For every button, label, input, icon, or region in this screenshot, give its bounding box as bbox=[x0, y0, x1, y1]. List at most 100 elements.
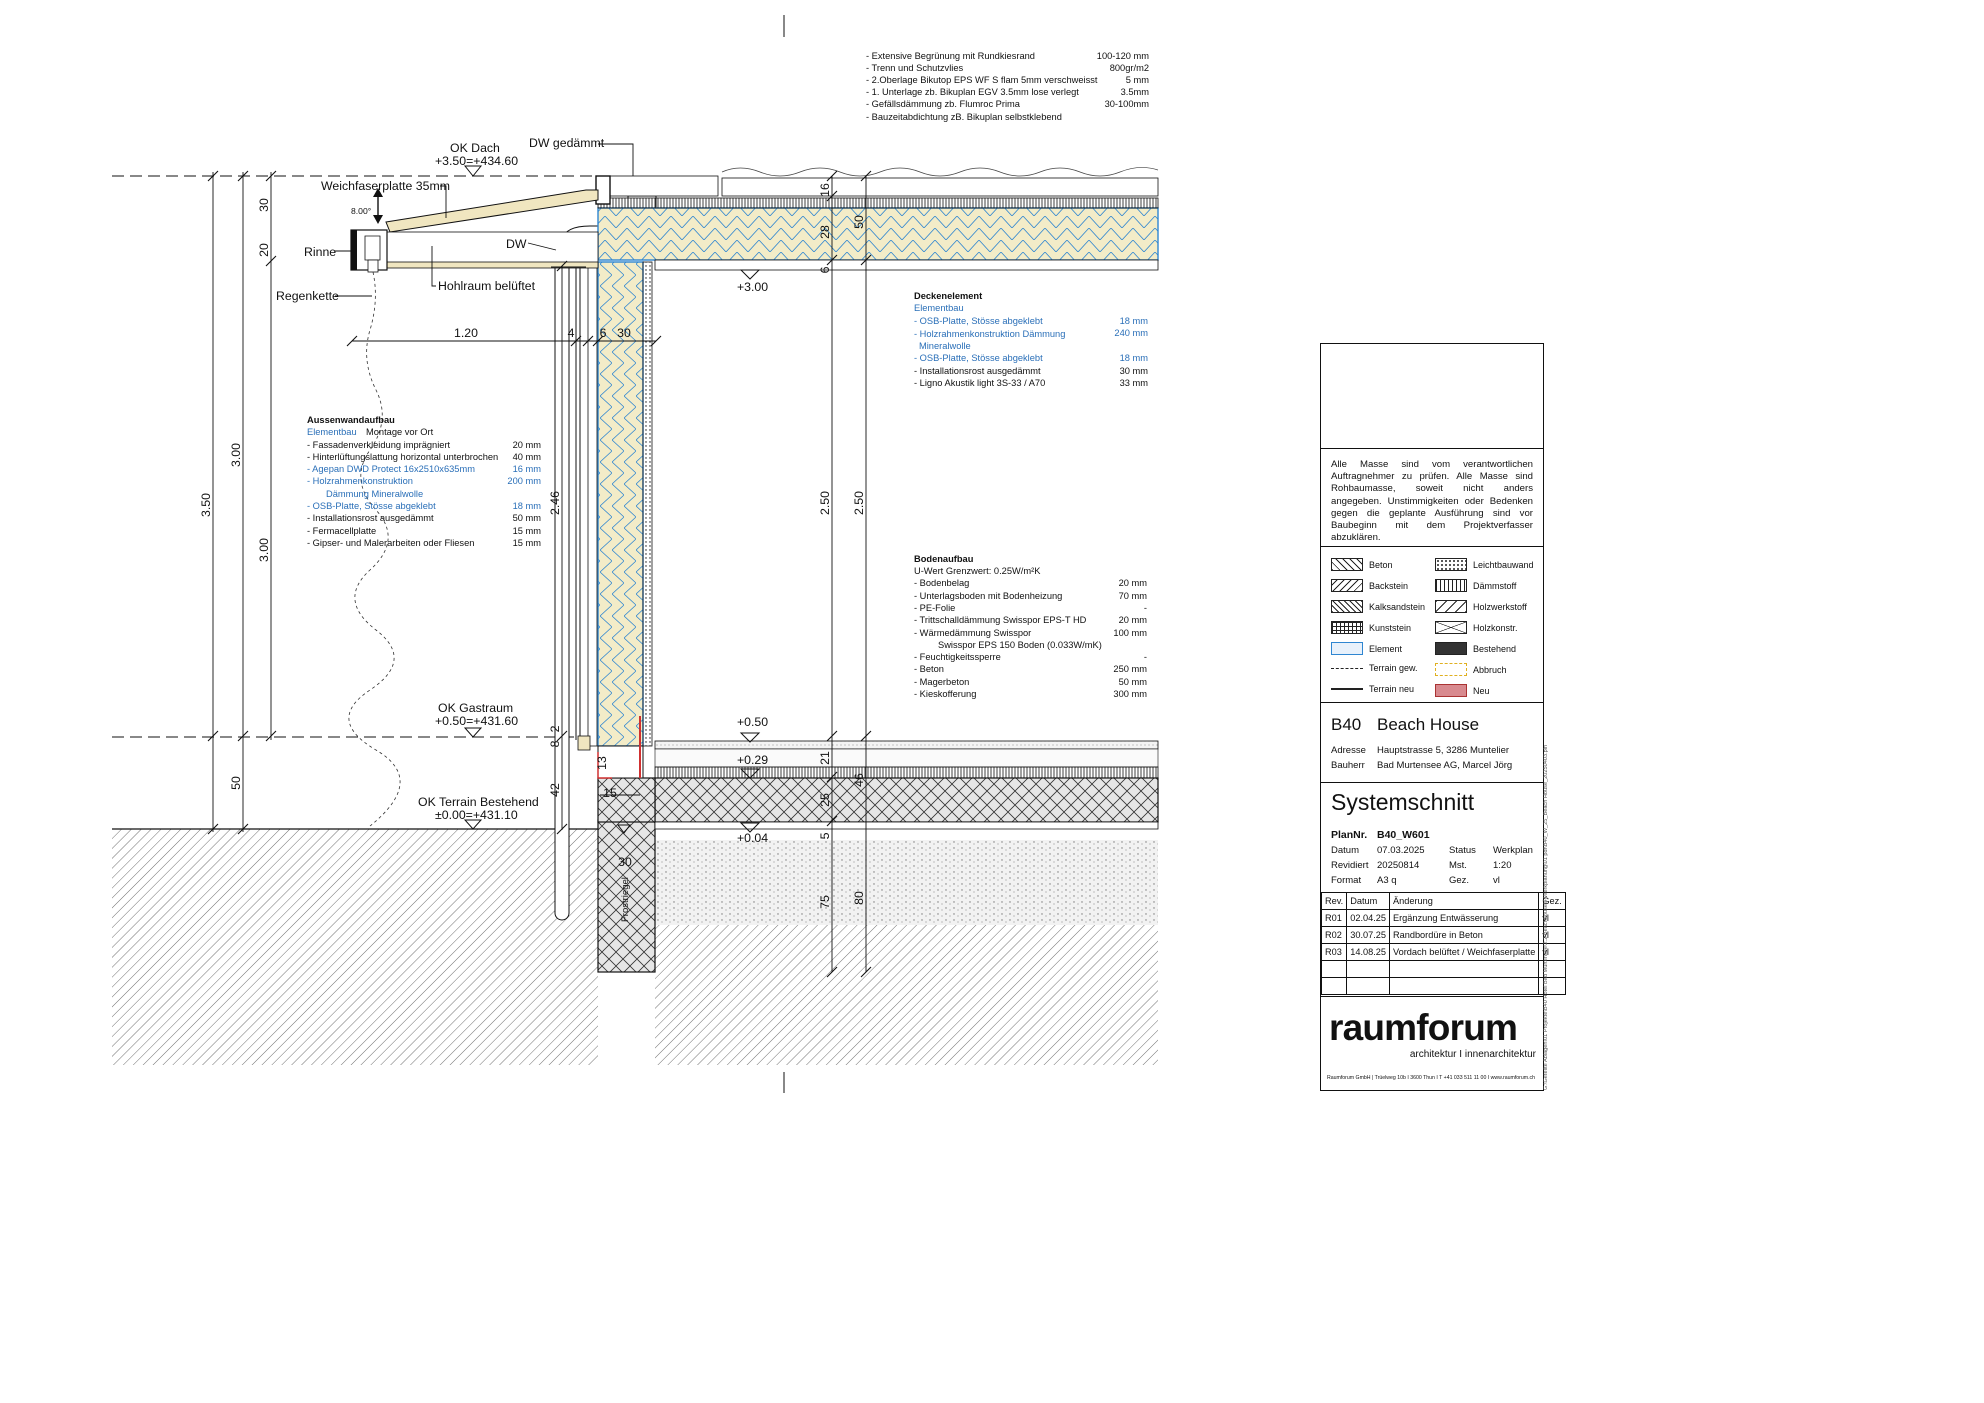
level-marker-004 bbox=[739, 822, 761, 833]
canopy-fibreboard bbox=[385, 189, 599, 233]
leader-weichfaser bbox=[440, 185, 447, 218]
rev-cell: vl bbox=[1538, 909, 1566, 927]
wall-layer-9-value: 15 mm bbox=[513, 538, 542, 548]
dim-28: 28 bbox=[818, 225, 832, 239]
dim-30: 30 bbox=[257, 198, 271, 212]
wall-layer-5: Dämmung Mineralwolle bbox=[326, 489, 423, 499]
ceiling-layer-1: - OSB-Platte, Stösse abgeklebt bbox=[914, 316, 1043, 326]
brand-subtitle: architektur I innenarchitektur bbox=[1409, 1049, 1536, 1060]
ceiling-layer-4: - OSB-Platte, Stösse abgeklebt bbox=[914, 353, 1043, 363]
level-annotations: OK Dach +3.50=+434.60 DW gedämmt Weichfa… bbox=[276, 136, 768, 845]
datum-label: Datum bbox=[1331, 845, 1359, 856]
hohlraum-label: Hohlraum belüftet bbox=[438, 279, 536, 293]
roof-layer-1-value: 100-120 mm bbox=[1097, 51, 1149, 61]
dim-8: 8 bbox=[548, 740, 562, 747]
rev-cell: R03 bbox=[1320, 943, 1348, 961]
rev-cell: 14.08.25 bbox=[1346, 943, 1390, 961]
rev-cell: Randbordüre in Beton bbox=[1388, 926, 1540, 944]
swatch-element bbox=[1331, 642, 1363, 655]
revision-row-empty bbox=[1320, 977, 1566, 995]
wall-layer-2: - Hinterlüftungslattung horizontal unter… bbox=[307, 452, 498, 462]
rev-cell: R02 bbox=[1320, 926, 1348, 944]
tb-legend: Beton Leichtbauwand Backstein Dämmstoff … bbox=[1321, 546, 1543, 702]
adresse-value: Hauptstrasse 5, 3286 Muntelier bbox=[1377, 745, 1510, 756]
new-border-outline bbox=[597, 752, 612, 779]
floor-layer-5: - Wärmedämmung Swisspor bbox=[914, 628, 1031, 638]
dimension-values: 3.50 3.00 50 30 20 3.00 1.20 4 6 30 2.46… bbox=[199, 183, 866, 909]
dim-2: 2 bbox=[548, 725, 562, 732]
file-path: G:\Geteilte Ablagen\01 Projekte\B40 Hote… bbox=[1543, 744, 1549, 1090]
level-marker-300 bbox=[739, 269, 761, 280]
legend-backstein: Backstein bbox=[1331, 579, 1408, 592]
existing-ground-hatch bbox=[112, 829, 598, 1065]
frost-wall bbox=[597, 819, 656, 973]
ceiling-layer-5-value: 30 mm bbox=[1120, 366, 1149, 376]
level-marker-terrain bbox=[463, 819, 483, 830]
dim-350: 3.50 bbox=[199, 493, 213, 517]
revision-header-row: Rev. Datum Änderung Gez. bbox=[1320, 892, 1566, 910]
swatch-holzkonstr bbox=[1435, 621, 1467, 634]
dim-13: 13 bbox=[595, 756, 609, 770]
level-300-label: +3.00 bbox=[737, 280, 768, 294]
rev-cell: 30.07.25 bbox=[1346, 926, 1390, 944]
dim-50a: 50 bbox=[229, 776, 243, 790]
swatch-beton bbox=[1331, 558, 1363, 571]
swatch-daemmstoff bbox=[1435, 579, 1467, 592]
floor-insulation bbox=[654, 748, 1159, 768]
rev-cell: Ergänzung Entwässerung bbox=[1388, 909, 1540, 927]
ceiling-layer-3: Mineralwolle bbox=[919, 341, 971, 351]
leader-hohlraum bbox=[431, 246, 436, 287]
screed bbox=[654, 740, 1159, 750]
plan-nr-label: PlanNr. bbox=[1331, 829, 1368, 841]
legend-holzwerkstoff: Holzwerkstoff bbox=[1435, 600, 1527, 613]
dim-25: 25 bbox=[818, 793, 832, 807]
tb-project: B40 Beach House Adresse Hauptstrasse 5, … bbox=[1321, 702, 1543, 782]
legend-element: Element bbox=[1331, 642, 1402, 655]
disclaimer-note: Alle Masse sind vom verantwortlichen Auf… bbox=[1331, 459, 1533, 544]
wall-element-insulation bbox=[597, 261, 644, 747]
roof-layer-2-value: 800gr/m2 bbox=[1110, 63, 1149, 73]
tb-plan: Systemschnitt PlanNr. B40_W601 Datum 07.… bbox=[1321, 782, 1543, 892]
plan-title: Systemschnitt bbox=[1331, 789, 1475, 815]
leader-dw bbox=[527, 242, 557, 251]
ok-gastraum-label: OK Gastraum bbox=[438, 701, 513, 715]
leader-dw-gedaemmt bbox=[598, 143, 634, 176]
wall-layer-6: - OSB-Platte, Stösse abgeklebt bbox=[307, 501, 436, 511]
legend-label: Kalksandstein bbox=[1369, 601, 1426, 612]
dim-250b: 2.50 bbox=[852, 491, 866, 515]
level-marker-050 bbox=[739, 732, 761, 743]
floor-layer-6: Swisspor EPS 150 Boden (0.033W/mK) bbox=[938, 640, 1102, 650]
weichfaser-label: Weichfaserplatte 35mm bbox=[321, 179, 450, 193]
wall-title: Aussenwandaufbau bbox=[307, 415, 395, 425]
format-label: Format bbox=[1331, 875, 1362, 886]
legend-label: Terrain neu bbox=[1369, 684, 1415, 694]
dim-42: 42 bbox=[548, 783, 562, 797]
brand-logo: raumforum bbox=[1329, 1007, 1518, 1048]
floor-layer-3: - PE-Folie bbox=[914, 603, 955, 613]
gez-label: Gez. bbox=[1449, 875, 1470, 886]
dim-5: 5 bbox=[818, 832, 832, 839]
rev-cell: 02.04.25 bbox=[1346, 909, 1390, 927]
revision-row: R03 14.08.25 Vordach belüftet / Weichfas… bbox=[1320, 943, 1566, 961]
legend-label: Holzwerkstoff bbox=[1473, 601, 1527, 612]
ceiling-layer-1-value: 18 mm bbox=[1120, 316, 1149, 326]
dim-246: 2.46 bbox=[548, 491, 562, 515]
legend-kalksandstein: Kalksandstein bbox=[1331, 600, 1425, 613]
concrete-slab bbox=[654, 777, 1159, 823]
wall-layer-6-value: 18 mm bbox=[513, 501, 542, 511]
format-value: A3 q bbox=[1377, 875, 1397, 886]
dim-30b: 30 bbox=[617, 326, 631, 340]
mst-label: Mst. bbox=[1449, 860, 1467, 871]
legend-bestehend: Bestehend bbox=[1435, 642, 1516, 655]
base-batten bbox=[577, 735, 591, 751]
tb-revisions: Rev. Datum Änderung Gez. R01 02.04.25 Er… bbox=[1320, 892, 1566, 996]
floor-layer-9-value: 50 mm bbox=[1119, 677, 1148, 687]
wall-battens bbox=[587, 261, 598, 747]
level-marker-dach bbox=[463, 165, 483, 177]
dim-6b: 6 bbox=[818, 266, 832, 273]
ceiling-layer-4-value: 18 mm bbox=[1120, 353, 1149, 363]
green-roof-substrate bbox=[721, 177, 1159, 197]
ceiling-layer-6: - Ligno Akustik light 3S-33 / A70 bbox=[914, 378, 1045, 388]
dim-250a: 2.50 bbox=[818, 491, 832, 515]
ceiling-title: Deckenelement bbox=[914, 291, 982, 301]
